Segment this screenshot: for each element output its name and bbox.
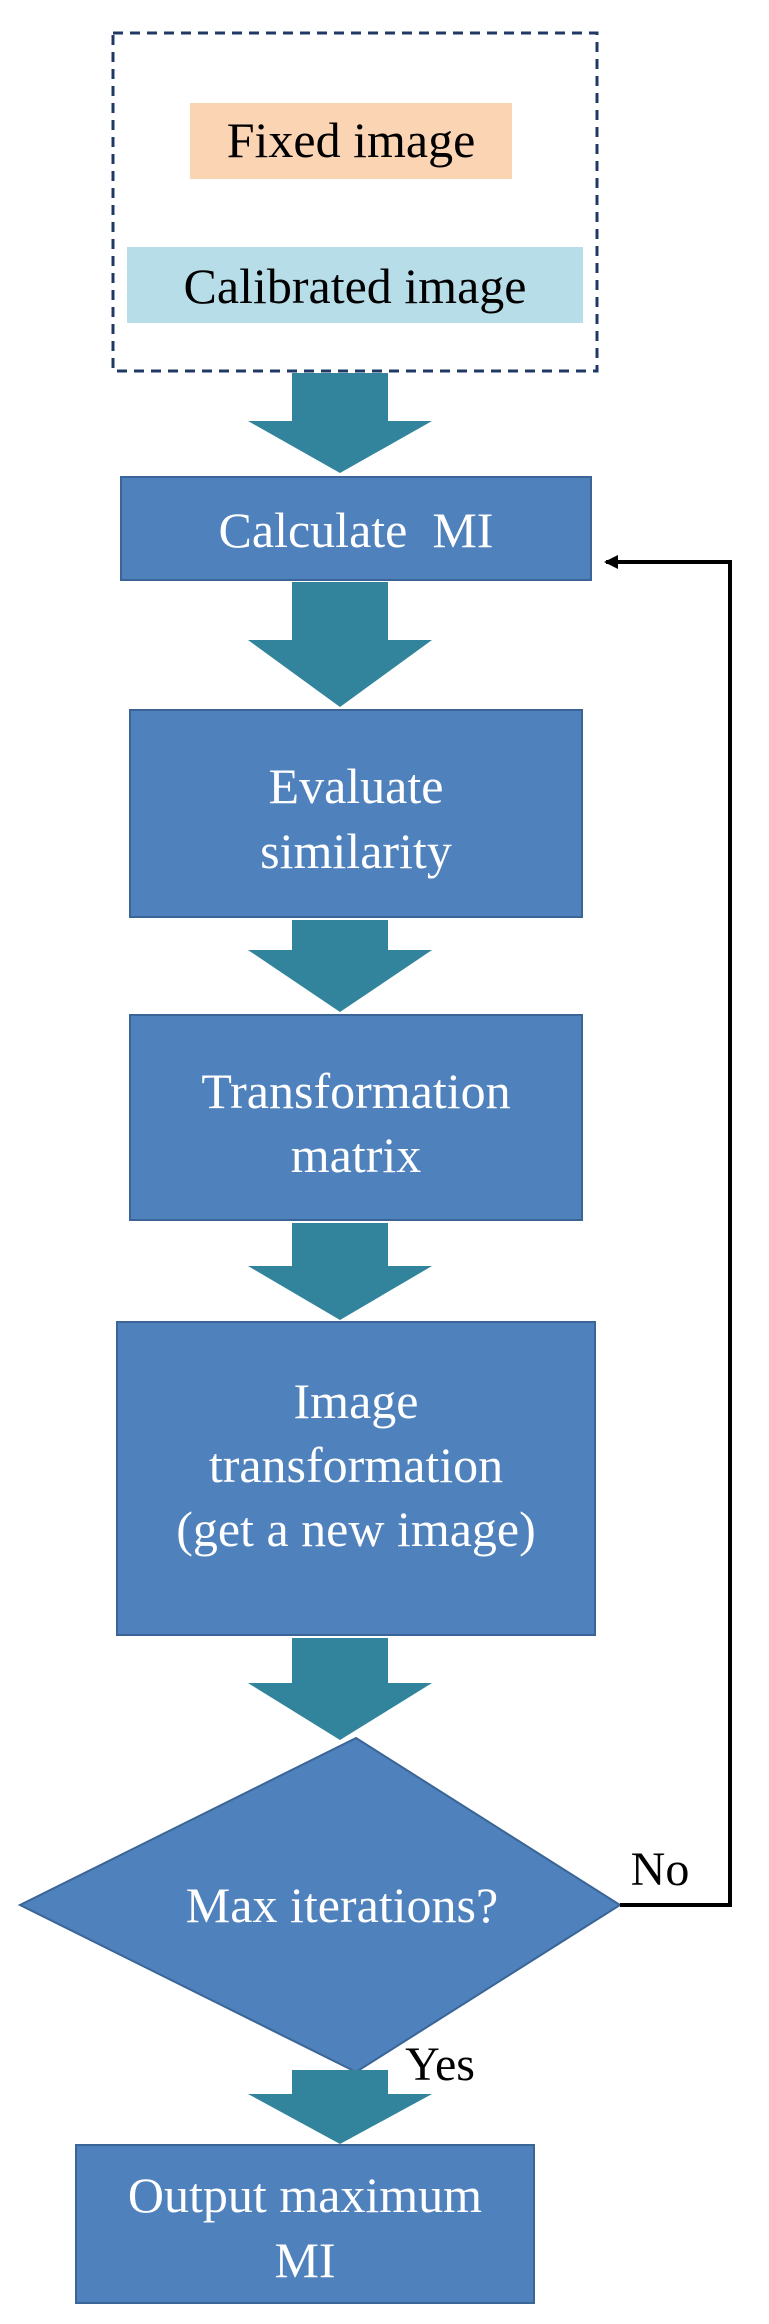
block-arrow-4 — [248, 1223, 432, 1320]
evaluate-similarity-box — [129, 709, 583, 918]
block-arrow-1 — [248, 373, 432, 473]
output-maximum-mi-line1: Output maximum — [128, 2167, 482, 2223]
transformation-matrix-line1: Transformation — [201, 1063, 510, 1119]
block-arrow-3 — [248, 920, 432, 1012]
yes-edge-label: Yes — [405, 2038, 475, 2091]
transformation-matrix-box — [129, 1014, 583, 1221]
calculate-mi-box — [120, 476, 592, 581]
calculate-mi-label: Calculate MI — [219, 502, 494, 558]
block-arrow-2 — [248, 582, 432, 707]
no-edge-label: No — [631, 1843, 690, 1896]
calibrated-image-label: Calibrated image — [184, 258, 527, 314]
block-arrow-5 — [248, 1638, 432, 1740]
image-transformation-box — [116, 1321, 596, 1636]
max-iterations-label: Max iterations? — [186, 1877, 498, 1933]
output-maximum-mi-box — [75, 2144, 535, 2304]
transformation-matrix-line2: matrix — [291, 1127, 422, 1183]
image-transformation-line2: transformation — [209, 1437, 503, 1493]
image-transformation-line1: Image — [294, 1373, 419, 1429]
fixed-image-box — [190, 103, 512, 179]
block-arrow-6 — [248, 2070, 432, 2144]
image-transformation-line3: (get a new image) — [176, 1501, 536, 1557]
evaluate-similarity-line1: Evaluate — [269, 758, 444, 814]
fixed-image-label: Fixed image — [227, 112, 476, 168]
calibrated-image-box — [127, 247, 583, 323]
output-maximum-mi-line2: MI — [274, 2232, 335, 2288]
evaluate-similarity-line2: similarity — [260, 823, 452, 879]
no-loop-connector — [604, 555, 732, 1907]
